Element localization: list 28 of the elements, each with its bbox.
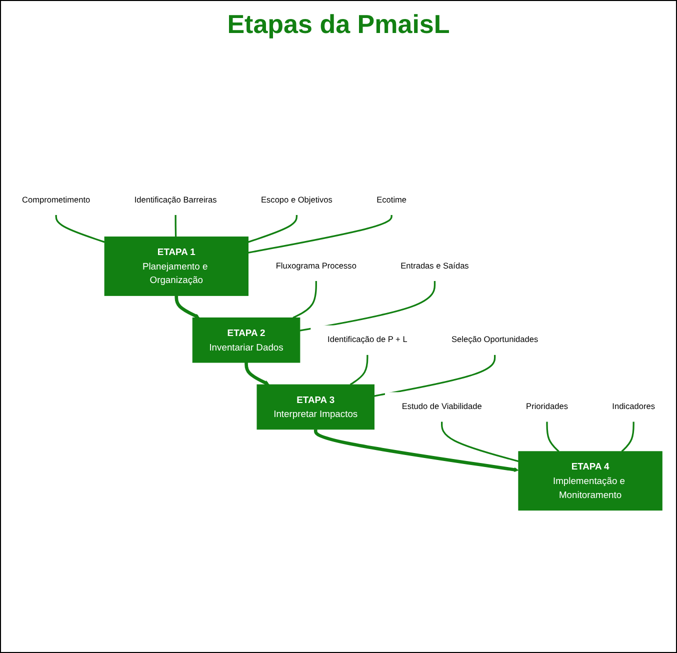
connector	[621, 421, 634, 452]
node-text: Escopo e Objetivos	[261, 195, 332, 204]
node-box: ETAPA 4 Implementação e Monitoramento	[518, 451, 662, 511]
arrow	[244, 362, 270, 386]
connector	[174, 214, 177, 237]
connector	[248, 214, 298, 243]
connector	[292, 280, 317, 318]
connector	[300, 280, 436, 332]
connector	[350, 354, 368, 386]
connector	[55, 214, 105, 243]
node-box: ETAPA 3 Interpretar Impactos	[256, 384, 374, 430]
connector	[546, 421, 560, 452]
node-text: Entradas e Saídas	[400, 261, 469, 271]
connector	[248, 214, 392, 254]
node-text: Fluxograma Processo	[276, 261, 356, 271]
node-text: Indicadores	[612, 402, 656, 412]
node-text: Comprometimento	[22, 195, 90, 204]
node-box: ETAPA 2 Inventariar Dados	[192, 317, 300, 363]
diagram-title: Etapas da PmaisL	[227, 9, 450, 40]
node-text: Prioridades	[526, 402, 568, 412]
node-text: Ecotime	[376, 195, 407, 204]
connector	[374, 354, 496, 397]
node-text: Identificação Barreiras	[134, 195, 217, 204]
connector	[441, 421, 519, 462]
arrow	[174, 296, 200, 318]
node-text: Seleção Oportunidades	[452, 335, 538, 344]
arrow	[314, 429, 519, 472]
node-box: ETAPA 1 Planejamento e Organização	[104, 236, 248, 296]
